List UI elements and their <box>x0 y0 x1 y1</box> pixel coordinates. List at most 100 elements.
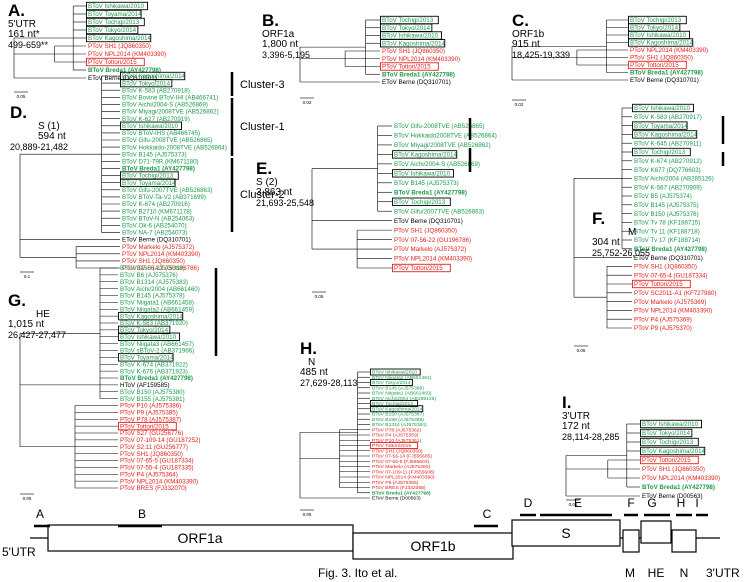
tree-leaf-label: BToV Miyagi/2008TVE (AB526862) <box>394 142 491 149</box>
tree-leaf-label: BToV Bovine BToV-IHI (AB466741) <box>122 95 218 102</box>
tree-leaf-label: BToV Ok-6 (AB254070) <box>122 223 187 230</box>
tree-leaf-label: BToV Gifu-2007TVE (AB526863) <box>122 187 212 194</box>
tree-leaf-label: BToV Ishikawa/2010 <box>372 370 417 376</box>
panel-e-region: S (2) <box>256 176 278 188</box>
tree-leaf-label: PToV 07-56-14 (FJ555605) <box>372 454 432 460</box>
tree-leaf-label: PToV SH1 (JQ860350) <box>642 466 705 473</box>
tree-leaf-label: BToV Niigata1 (AB661460) <box>372 391 432 397</box>
tree-leaf-label: PToV Tottori/2015 <box>642 457 691 464</box>
tree-leaf-label: PToV BRES (FJ332068) <box>372 485 426 491</box>
panel-f-header: F. M 304 nt 25,752-26,055 <box>592 210 650 258</box>
tree-leaf-label: BToV B6 (AJ575376) <box>120 272 178 279</box>
tree-leaf-label: BToV Hokkaido2008TVE (AB526864) <box>394 133 497 140</box>
tree-leaf-label: EToV Berne (DQ310701) <box>382 79 451 86</box>
panel-d-letter: D. <box>10 103 27 122</box>
gene-label-s: S <box>561 525 570 541</box>
tree-leaf-label: BToV B145 (AJ575388) <box>372 385 424 391</box>
tree-leaf-label: PToV NPL2014 (KM403390) <box>642 475 720 482</box>
novel-strain-box <box>120 78 173 88</box>
gene-label-orf1b: ORF1b <box>410 538 455 554</box>
novel-strain-box <box>118 325 171 335</box>
panel-h-region: N <box>308 356 316 368</box>
tree-leaf-label: PToV 07-55-4 (GU187335) <box>120 465 194 472</box>
tree-scale-label: 0.05 <box>17 94 26 99</box>
tree-leaf-label: BToV Ishikawa/2010 <box>88 3 145 10</box>
tree-leaf-label: BToV Breda1 (AY427798) <box>634 246 707 253</box>
novel-strain-box <box>86 1 148 11</box>
tree-leaf-label: BToV Toyama/2014 <box>634 123 688 130</box>
tree-leaf-label: BToV K-567 (AB270909) <box>634 184 702 191</box>
tree-leaf-label: BToV Kagoshima/2014 <box>642 448 706 455</box>
tree-leaf-label: PToV SH1 (JQ860350) <box>122 258 185 265</box>
tree-leaf-label: EToV Berne (D00563) <box>642 493 703 500</box>
tree-leaf-label: BToV Breda1 (AY427798) <box>120 375 193 382</box>
tree-leaf-label: PToV 07-109-11 (FJ555608) <box>372 469 435 475</box>
tree-leaf-label: BToV Tv 17 (KF188714) <box>634 237 700 244</box>
tree-scale-label: 0.02 <box>515 102 524 107</box>
tree-leaf-label: BToV Tv 11 (KF188718) <box>634 228 700 235</box>
panel-c-header: C. ORF1b 915 nt 18,425-19,339 <box>512 12 570 60</box>
tree-scale-label: 0.01 <box>569 502 578 507</box>
tree-leaf-label: BToV Tochigi/2013 <box>382 17 434 24</box>
tree-leaf-label: BToV K-583 (AB371920) <box>120 320 188 327</box>
tree-leaf-label: BToV K-674 (AB270912) <box>634 158 702 165</box>
panel-c-region: ORF1b <box>512 28 545 40</box>
panel-h-positions: 27,629-28,113 <box>300 377 358 388</box>
region-letter-a: A <box>36 507 44 521</box>
region-letter-b: B <box>138 507 146 521</box>
gene-box-m <box>622 529 640 553</box>
panel-b-region: ORF1a <box>262 28 295 40</box>
panel-i-header: I. 3'UTR 172 nt 28,114-28,285 <box>562 394 619 442</box>
tree-leaf-label: BToV BToV-N (AB254063) <box>122 215 194 222</box>
tree-panel-e: BToV Gifu-2008TVE (AB526865)BToV Hokkaid… <box>311 123 497 299</box>
gene-box-orf1a <box>47 524 354 552</box>
tree-leaf-label: BToV Kagoshima/2014 <box>88 35 152 42</box>
tree-leaf-label: BToV Breda1 (AY427798) <box>372 490 431 496</box>
tree-leaf-label: PToV 07-65-5 (GU187334) <box>120 458 194 465</box>
panel-a-positions: 499-659** <box>8 39 49 50</box>
panel-e-header: E. S (2) 3,863 nt 21,693-25,548 <box>256 160 314 208</box>
tree-leaf-label: PToV NPL2014 (KM403390) <box>372 475 435 481</box>
tree-leaf-label: BToV K677 (DQ776603) <box>634 167 701 174</box>
novel-strain-box <box>86 25 139 35</box>
tree-leaf-label: EToV Berne (D00563) <box>372 496 421 502</box>
novel-strain-box <box>120 121 182 130</box>
panel-b-positions: 3,396-5,195 <box>262 49 311 60</box>
tree-leaf-label: BToV Tochigi/2013 <box>394 199 446 206</box>
tree-leaf-label: EToV Berne (DQ310701) <box>634 255 703 262</box>
tree-leaf-label: BToV Tochigi/2013 <box>630 17 682 24</box>
region-letter-c: C <box>483 507 492 521</box>
novel-strain-box <box>380 39 446 48</box>
tree-scale-label: 0.02 <box>303 100 312 105</box>
tree-leaf-label: BToV Breda1 (AY427798) <box>642 484 715 491</box>
novel-strain-box-red <box>118 421 177 431</box>
panel-g-region: HE <box>36 308 50 320</box>
tree-panel-g: BToV B150 (AJ575388)BToV B6 (AJ575376)BT… <box>19 265 201 501</box>
tree-leaf-label: BToV Ishikawa/2010 <box>630 32 687 39</box>
tree-leaf-label: PToV Tottori/2015 <box>372 443 411 449</box>
panel-f-positions: 25,752-26,055 <box>592 247 651 258</box>
tree-leaf-label: BToV Kagoshima/2014 <box>630 40 694 47</box>
novel-strain-box-red <box>86 57 145 67</box>
tree-leaf-label: BToV Tochigi/2013 <box>372 401 413 407</box>
novel-strain-box <box>370 400 419 407</box>
tree-leaf-label: PToV Tottori/2015 <box>634 281 683 288</box>
tree-leaf-label: BToV Miyagi/2008TVE (AB526862) <box>122 109 219 116</box>
tree-leaf-label: BToV K-676 (AB371923) <box>120 368 188 375</box>
tree-leaf-label: BToV Tv 78 (KF188715) <box>634 220 700 227</box>
tree-leaf-label: BToV NA-7 (AB254073) <box>122 230 187 237</box>
novel-strain-box <box>392 169 454 178</box>
panel-e-length: 3,863 nt <box>256 187 293 199</box>
gene-label-orf1a: ORF1a <box>177 530 222 546</box>
tree-leaf-label: BToV Ishikawa/2010 <box>642 421 699 428</box>
tree-leaf-label: HToV (AF159585) <box>120 382 170 389</box>
tree-leaf-label: BToV Kagoshima/2014 <box>372 406 423 412</box>
novel-strain-box <box>632 103 694 113</box>
tree-leaf-label: BToV sBToV-2 (AB371966) <box>120 348 194 355</box>
tree-leaf-label: BToV Tokyo/2014 <box>88 27 137 34</box>
